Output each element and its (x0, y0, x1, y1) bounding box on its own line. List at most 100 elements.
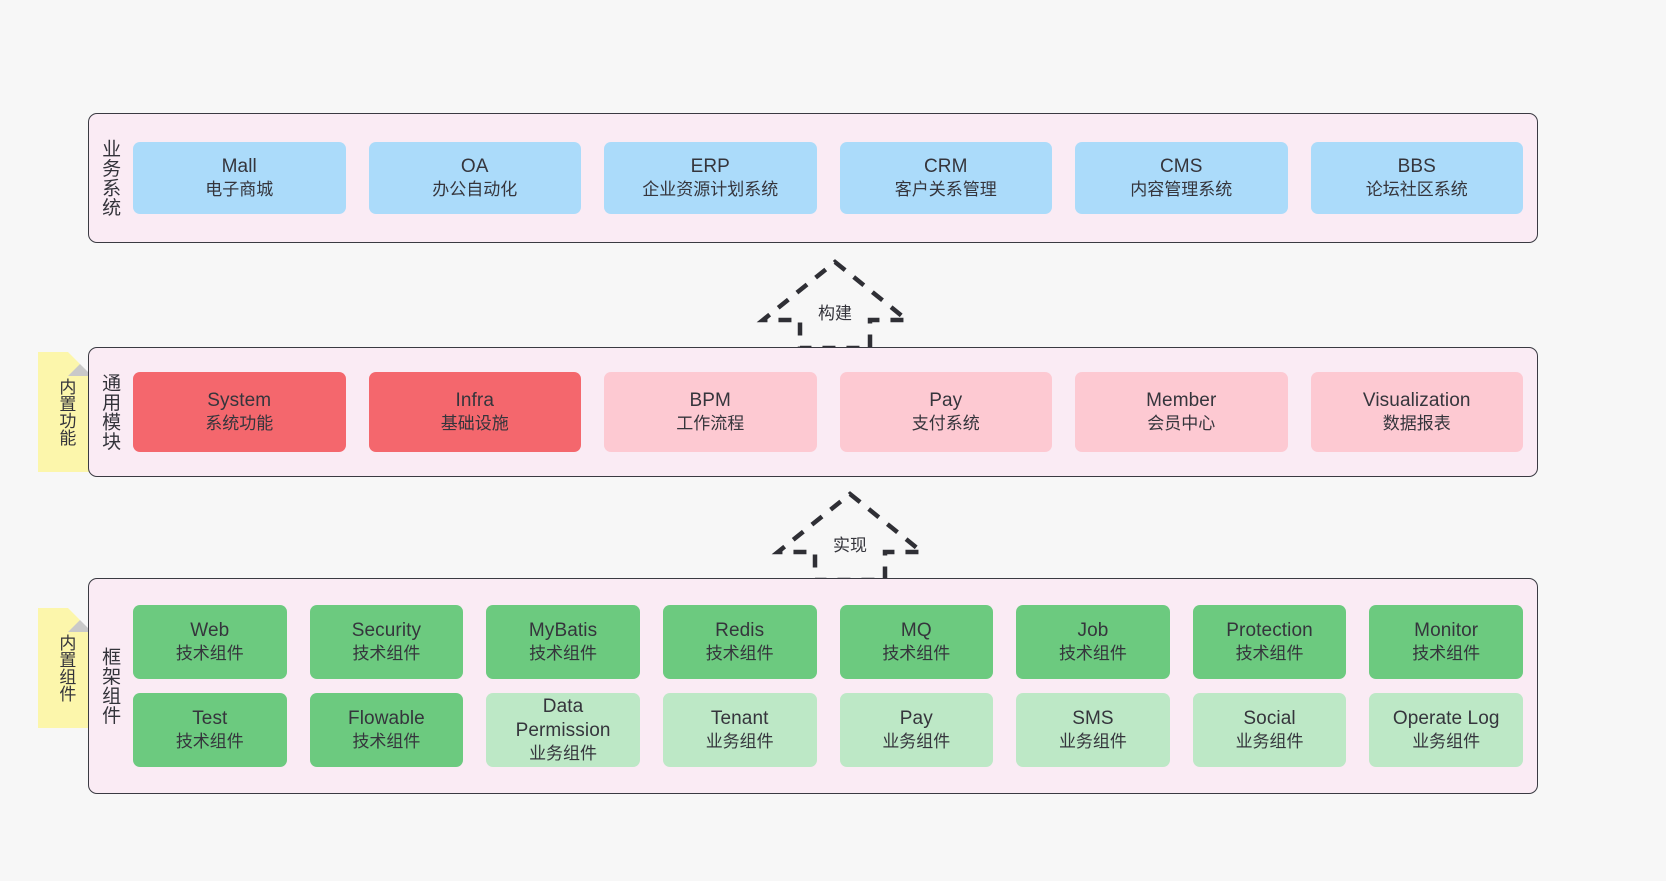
card-tenant[interactable]: Tenant 业务组件 (662, 693, 817, 767)
card-title: Security (351, 619, 422, 641)
card-subtitle: 办公自动化 (432, 180, 518, 200)
note-builtin-functions: 内置功能 (38, 352, 92, 472)
card-title: Visualization (1362, 389, 1471, 411)
layer-framework-components: 框架组件 Web 技术组件 Security 技术组件 MyBatis 技术组件… (88, 578, 1538, 794)
connector-realize-arrow: 实现 (771, 490, 929, 583)
card-subtitle: 技术组件 (175, 732, 244, 752)
card-subtitle: 技术组件 (1058, 644, 1127, 664)
card-flowable[interactable]: Flowable 技术组件 (309, 693, 464, 767)
card-subtitle: 业务组件 (882, 732, 951, 752)
card-title: MyBatis (528, 619, 598, 641)
card-monitor[interactable]: Monitor 技术组件 (1369, 605, 1523, 679)
card-subtitle: 企业资源计划系统 (642, 180, 779, 200)
card-subtitle: 技术组件 (352, 644, 421, 664)
card-row: Test 技术组件 Flowable 技术组件 Data Permission … (133, 693, 1523, 767)
card-title: Monitor (1414, 619, 1479, 641)
card-subtitle: 技术组件 (882, 644, 951, 664)
card-subtitle: 技术组件 (1412, 644, 1481, 664)
card-title: ERP (690, 155, 730, 177)
note-label: 内置组件 (56, 634, 76, 702)
layer-body-common-modules: System 系统功能 Infra 基础设施 BPM 工作流程 Pay 支付系统… (129, 348, 1537, 476)
card-protection[interactable]: Protection 技术组件 (1192, 605, 1347, 679)
card-mq[interactable]: MQ 技术组件 (839, 605, 994, 679)
card-erp[interactable]: ERP 企业资源计划系统 (604, 142, 817, 214)
card-mall[interactable]: Mall 电子商城 (133, 142, 346, 214)
card-system[interactable]: System 系统功能 (133, 372, 346, 452)
card-title: OA (460, 155, 489, 177)
card-subtitle: 业务组件 (1058, 732, 1127, 752)
card-title: SMS (1072, 707, 1114, 729)
card-social[interactable]: Social 业务组件 (1192, 693, 1347, 767)
card-job[interactable]: Job 技术组件 (1016, 605, 1170, 679)
card-subtitle: 工作流程 (676, 414, 745, 434)
connector-realize-label: 实现 (831, 531, 869, 556)
card-pay-module[interactable]: Pay 支付系统 (839, 372, 1052, 452)
card-title: Test (192, 707, 228, 729)
card-subtitle: 支付系统 (911, 414, 980, 434)
card-title: Redis (715, 619, 765, 641)
card-bbs[interactable]: BBS 论坛社区系统 (1310, 142, 1523, 214)
card-title: System (207, 389, 272, 411)
card-subtitle: 技术组件 (705, 644, 774, 664)
card-operate-log[interactable]: Operate Log 业务组件 (1369, 693, 1523, 767)
card-subtitle: 业务组件 (1412, 732, 1481, 752)
card-title: MQ (900, 619, 932, 641)
card-title: Pay (899, 707, 933, 729)
card-title: Data Permission (515, 695, 611, 742)
card-subtitle: 内容管理系统 (1130, 180, 1233, 200)
card-cms[interactable]: CMS 内容管理系统 (1075, 142, 1288, 214)
layer-business-system: 业务系统 Mall 电子商城 OA 办公自动化 ERP 企业资源计划系统 CRM… (88, 113, 1538, 243)
card-subtitle: 业务组件 (529, 744, 598, 764)
card-mybatis[interactable]: MyBatis 技术组件 (486, 605, 640, 679)
card-member[interactable]: Member 会员中心 (1075, 372, 1288, 452)
card-title: Web (190, 619, 230, 641)
card-subtitle: 系统功能 (205, 414, 274, 434)
card-sms[interactable]: SMS 业务组件 (1016, 693, 1170, 767)
layer-title-framework-components: 框架组件 (99, 647, 121, 725)
layer-title-common-modules: 通用模块 (99, 373, 121, 451)
layer-body-framework-components: Web 技术组件 Security 技术组件 MyBatis 技术组件 Redi… (129, 579, 1537, 793)
note-label: 内置功能 (56, 378, 76, 446)
card-subtitle: 基础设施 (440, 414, 509, 434)
card-security[interactable]: Security 技术组件 (309, 605, 464, 679)
connector-build-label: 构建 (816, 299, 854, 324)
card-title: Job (1077, 619, 1109, 641)
card-title: Protection (1226, 619, 1313, 641)
card-crm[interactable]: CRM 客户关系管理 (839, 142, 1052, 214)
layer-body-business-system: Mall 电子商城 OA 办公自动化 ERP 企业资源计划系统 CRM 客户关系… (129, 114, 1537, 242)
card-oa[interactable]: OA 办公自动化 (368, 142, 581, 214)
note-builtin-components: 内置组件 (38, 608, 92, 728)
card-title: Pay (929, 389, 963, 411)
card-subtitle: 技术组件 (529, 644, 598, 664)
card-title: Operate Log (1392, 707, 1500, 729)
card-data-permission[interactable]: Data Permission 业务组件 (486, 693, 640, 767)
card-title: Infra (455, 389, 495, 411)
card-pay-component[interactable]: Pay 业务组件 (839, 693, 994, 767)
card-title: CRM (923, 155, 968, 177)
card-title: CMS (1159, 155, 1203, 177)
card-subtitle: 数据报表 (1382, 414, 1451, 434)
card-title: Flowable (348, 707, 425, 729)
card-subtitle: 业务组件 (1235, 732, 1304, 752)
card-title: Social (1243, 707, 1296, 729)
card-subtitle: 业务组件 (705, 732, 774, 752)
card-web[interactable]: Web 技术组件 (133, 605, 287, 679)
card-subtitle: 会员中心 (1147, 414, 1216, 434)
card-test[interactable]: Test 技术组件 (133, 693, 287, 767)
card-row: System 系统功能 Infra 基础设施 BPM 工作流程 Pay 支付系统… (133, 372, 1523, 452)
card-subtitle: 技术组件 (175, 644, 244, 664)
card-visualization[interactable]: Visualization 数据报表 (1310, 372, 1523, 452)
card-title: BPM (689, 389, 731, 411)
card-row: Mall 电子商城 OA 办公自动化 ERP 企业资源计划系统 CRM 客户关系… (133, 142, 1523, 214)
connector-build-arrow: 构建 (756, 258, 914, 351)
card-row: Web 技术组件 Security 技术组件 MyBatis 技术组件 Redi… (133, 605, 1523, 679)
card-subtitle: 技术组件 (1235, 644, 1304, 664)
card-infra[interactable]: Infra 基础设施 (368, 372, 581, 452)
layer-common-modules: 通用模块 System 系统功能 Infra 基础设施 BPM 工作流程 Pay… (88, 347, 1538, 477)
card-title: BBS (1397, 155, 1436, 177)
card-bpm[interactable]: BPM 工作流程 (604, 372, 817, 452)
card-subtitle: 技术组件 (352, 732, 421, 752)
layer-title-business-system: 业务系统 (99, 139, 121, 217)
card-redis[interactable]: Redis 技术组件 (662, 605, 817, 679)
